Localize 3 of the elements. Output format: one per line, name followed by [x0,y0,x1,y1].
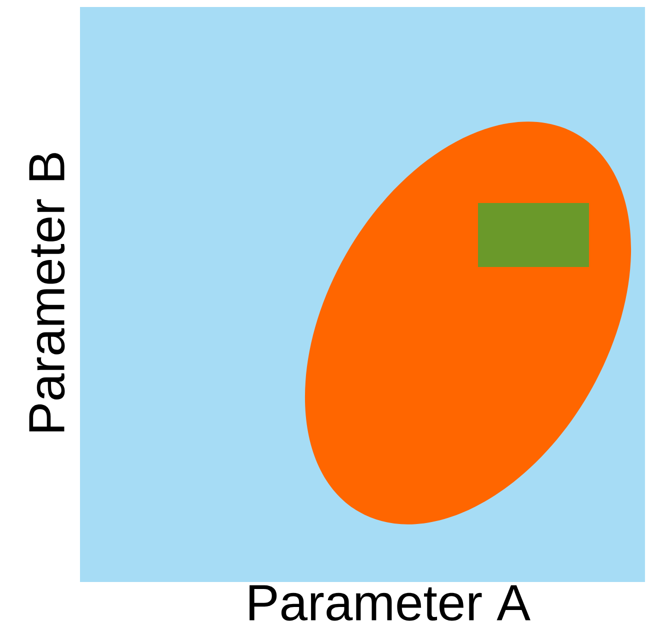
region-rectangle [478,202,589,267]
axis-label: Parameter B [29,153,65,432]
axis-label: Parameter A [250,585,530,621]
